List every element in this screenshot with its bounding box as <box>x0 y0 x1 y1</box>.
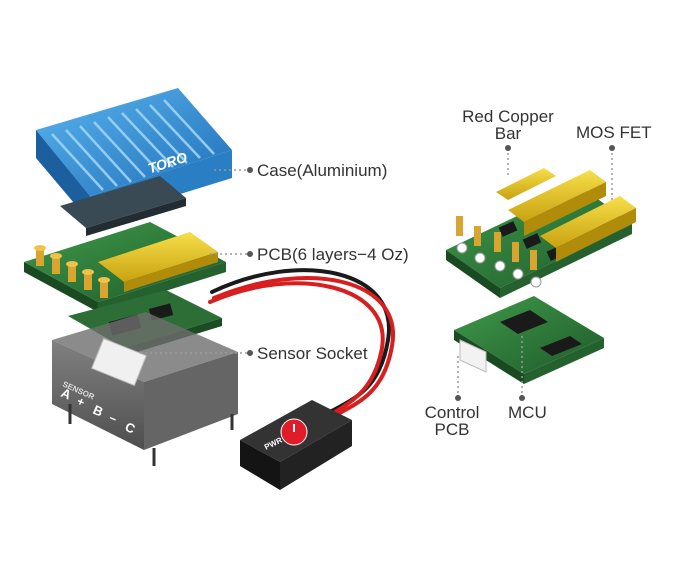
label-case: Case(Aluminium) <box>257 161 388 180</box>
power-stage <box>446 168 636 298</box>
sensor-socket <box>91 337 147 387</box>
label-red-copper-bar-line1: Red Copper <box>462 107 554 126</box>
main-pcb <box>24 222 226 312</box>
label-control-pcb-line2: PCB <box>434 420 470 439</box>
power-switch: PWR <box>240 400 352 490</box>
label-red-copper-bar-line2: Bar <box>494 124 522 143</box>
red-copper-bar <box>496 168 556 200</box>
mcu-chip <box>500 310 548 334</box>
label-control-pcb-line1: Control <box>424 403 480 422</box>
power-stage-pins <box>456 216 542 288</box>
label-pcb: PCB(6 layers−4 Oz) <box>257 245 409 264</box>
label-red-copper-bar: Red Copper Bar <box>450 108 566 142</box>
label-sensor-socket: Sensor Socket <box>257 344 368 363</box>
control-connector <box>459 339 487 373</box>
pcb-pins <box>34 245 110 298</box>
label-mos-fet: MOS FET <box>576 123 652 142</box>
thermal-pad <box>60 176 186 236</box>
switch-wires <box>208 268 396 420</box>
label-mcu: MCU <box>508 403 547 422</box>
esc-housing: SENSOR A + B − C <box>52 312 238 466</box>
leader-dots <box>247 145 615 401</box>
label-control-pcb: Control PCB <box>412 404 492 438</box>
control-pcb <box>454 296 604 384</box>
leader-lines <box>140 148 613 398</box>
